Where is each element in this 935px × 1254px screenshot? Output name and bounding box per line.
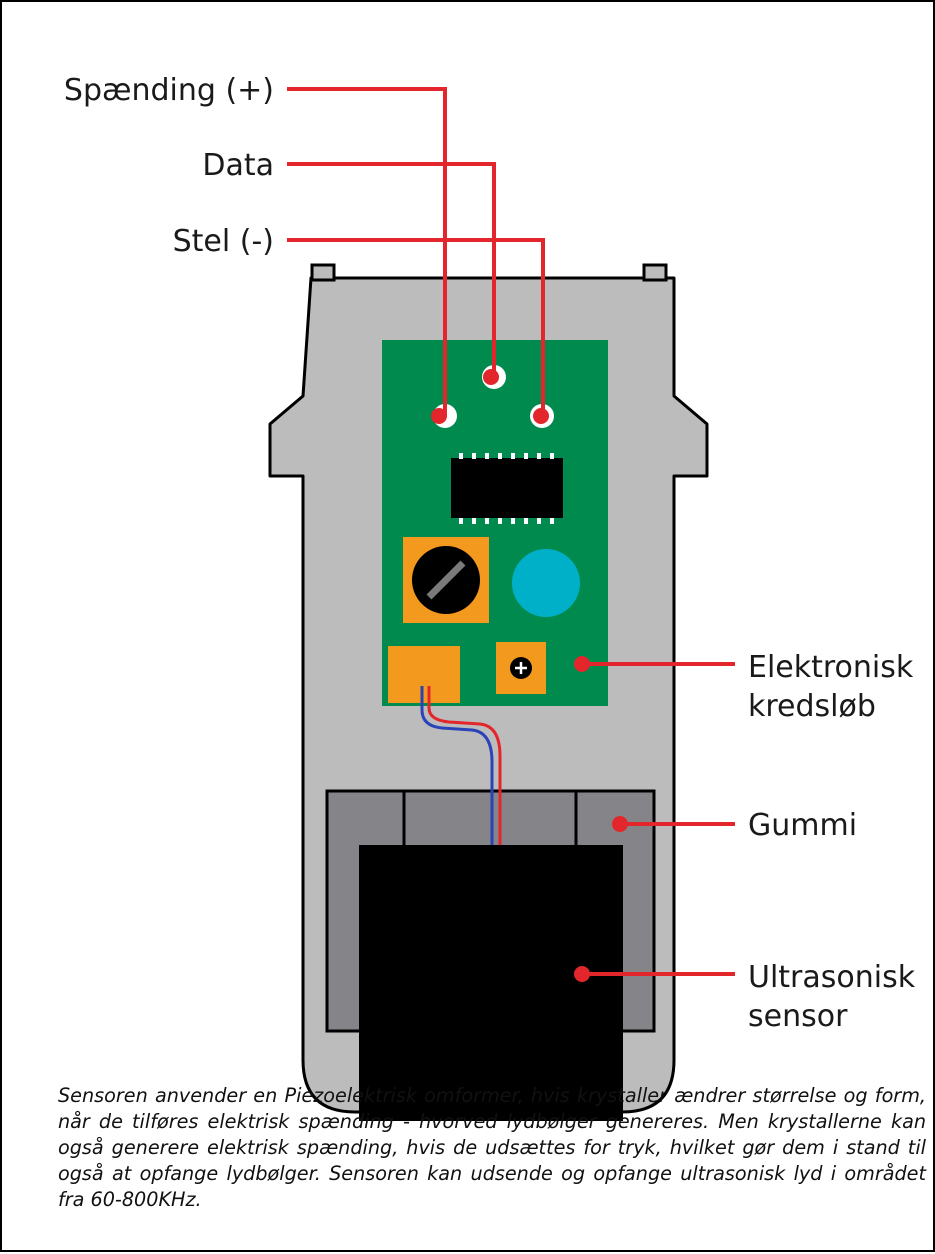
wire-red [427,686,502,847]
label-voltage: Spænding (+) [64,73,274,108]
label-circuit-line1: Elektronisk [748,650,914,685]
dot-voltage [431,408,447,424]
chip-pin [485,453,489,459]
dot-rubber [612,816,628,832]
dot-circuit [574,656,590,672]
capacitor [512,549,580,617]
chip-pin [498,518,502,524]
chip-pin [511,518,515,524]
chip-pin [537,518,541,524]
label-rubber: Gummi [748,808,857,843]
leader-voltage [287,87,447,416]
housing-tab-left [310,263,336,282]
wire-connector [388,646,460,703]
leader-ground [287,238,545,416]
ultrasonic-sensor [359,845,623,1121]
potentiometer [403,537,489,623]
label-ground: Stel (-) [173,224,274,259]
chip-pin [459,453,463,459]
chip-pin [524,518,528,524]
trimmer-component [496,642,546,694]
chip-pin [485,518,489,524]
wire-blue [420,686,494,847]
leader-data [287,162,496,377]
housing-tab-right [642,263,668,282]
chip-pin [550,518,554,524]
chip-pin [524,453,528,459]
label-data: Data [202,148,274,183]
chip-pin [511,453,515,459]
ic-chip [451,453,563,524]
label-sensor-line1: Ultrasonisk [748,960,916,995]
dot-sensor [574,966,590,982]
chip-pin [550,453,554,459]
label-sensor-line2: sensor [748,999,848,1034]
chip-pin [498,453,502,459]
dot-data [483,369,499,385]
dot-ground [533,408,549,424]
chip-pin [472,518,476,524]
chip-pin [459,518,463,524]
chip-pin [537,453,541,459]
caption-text: Sensoren anvender en Piezoelektrisk omfo… [58,1084,926,1211]
circuit-board [382,340,608,706]
label-circuit-line2: kredsløb [748,689,876,724]
chip-pin [472,453,476,459]
